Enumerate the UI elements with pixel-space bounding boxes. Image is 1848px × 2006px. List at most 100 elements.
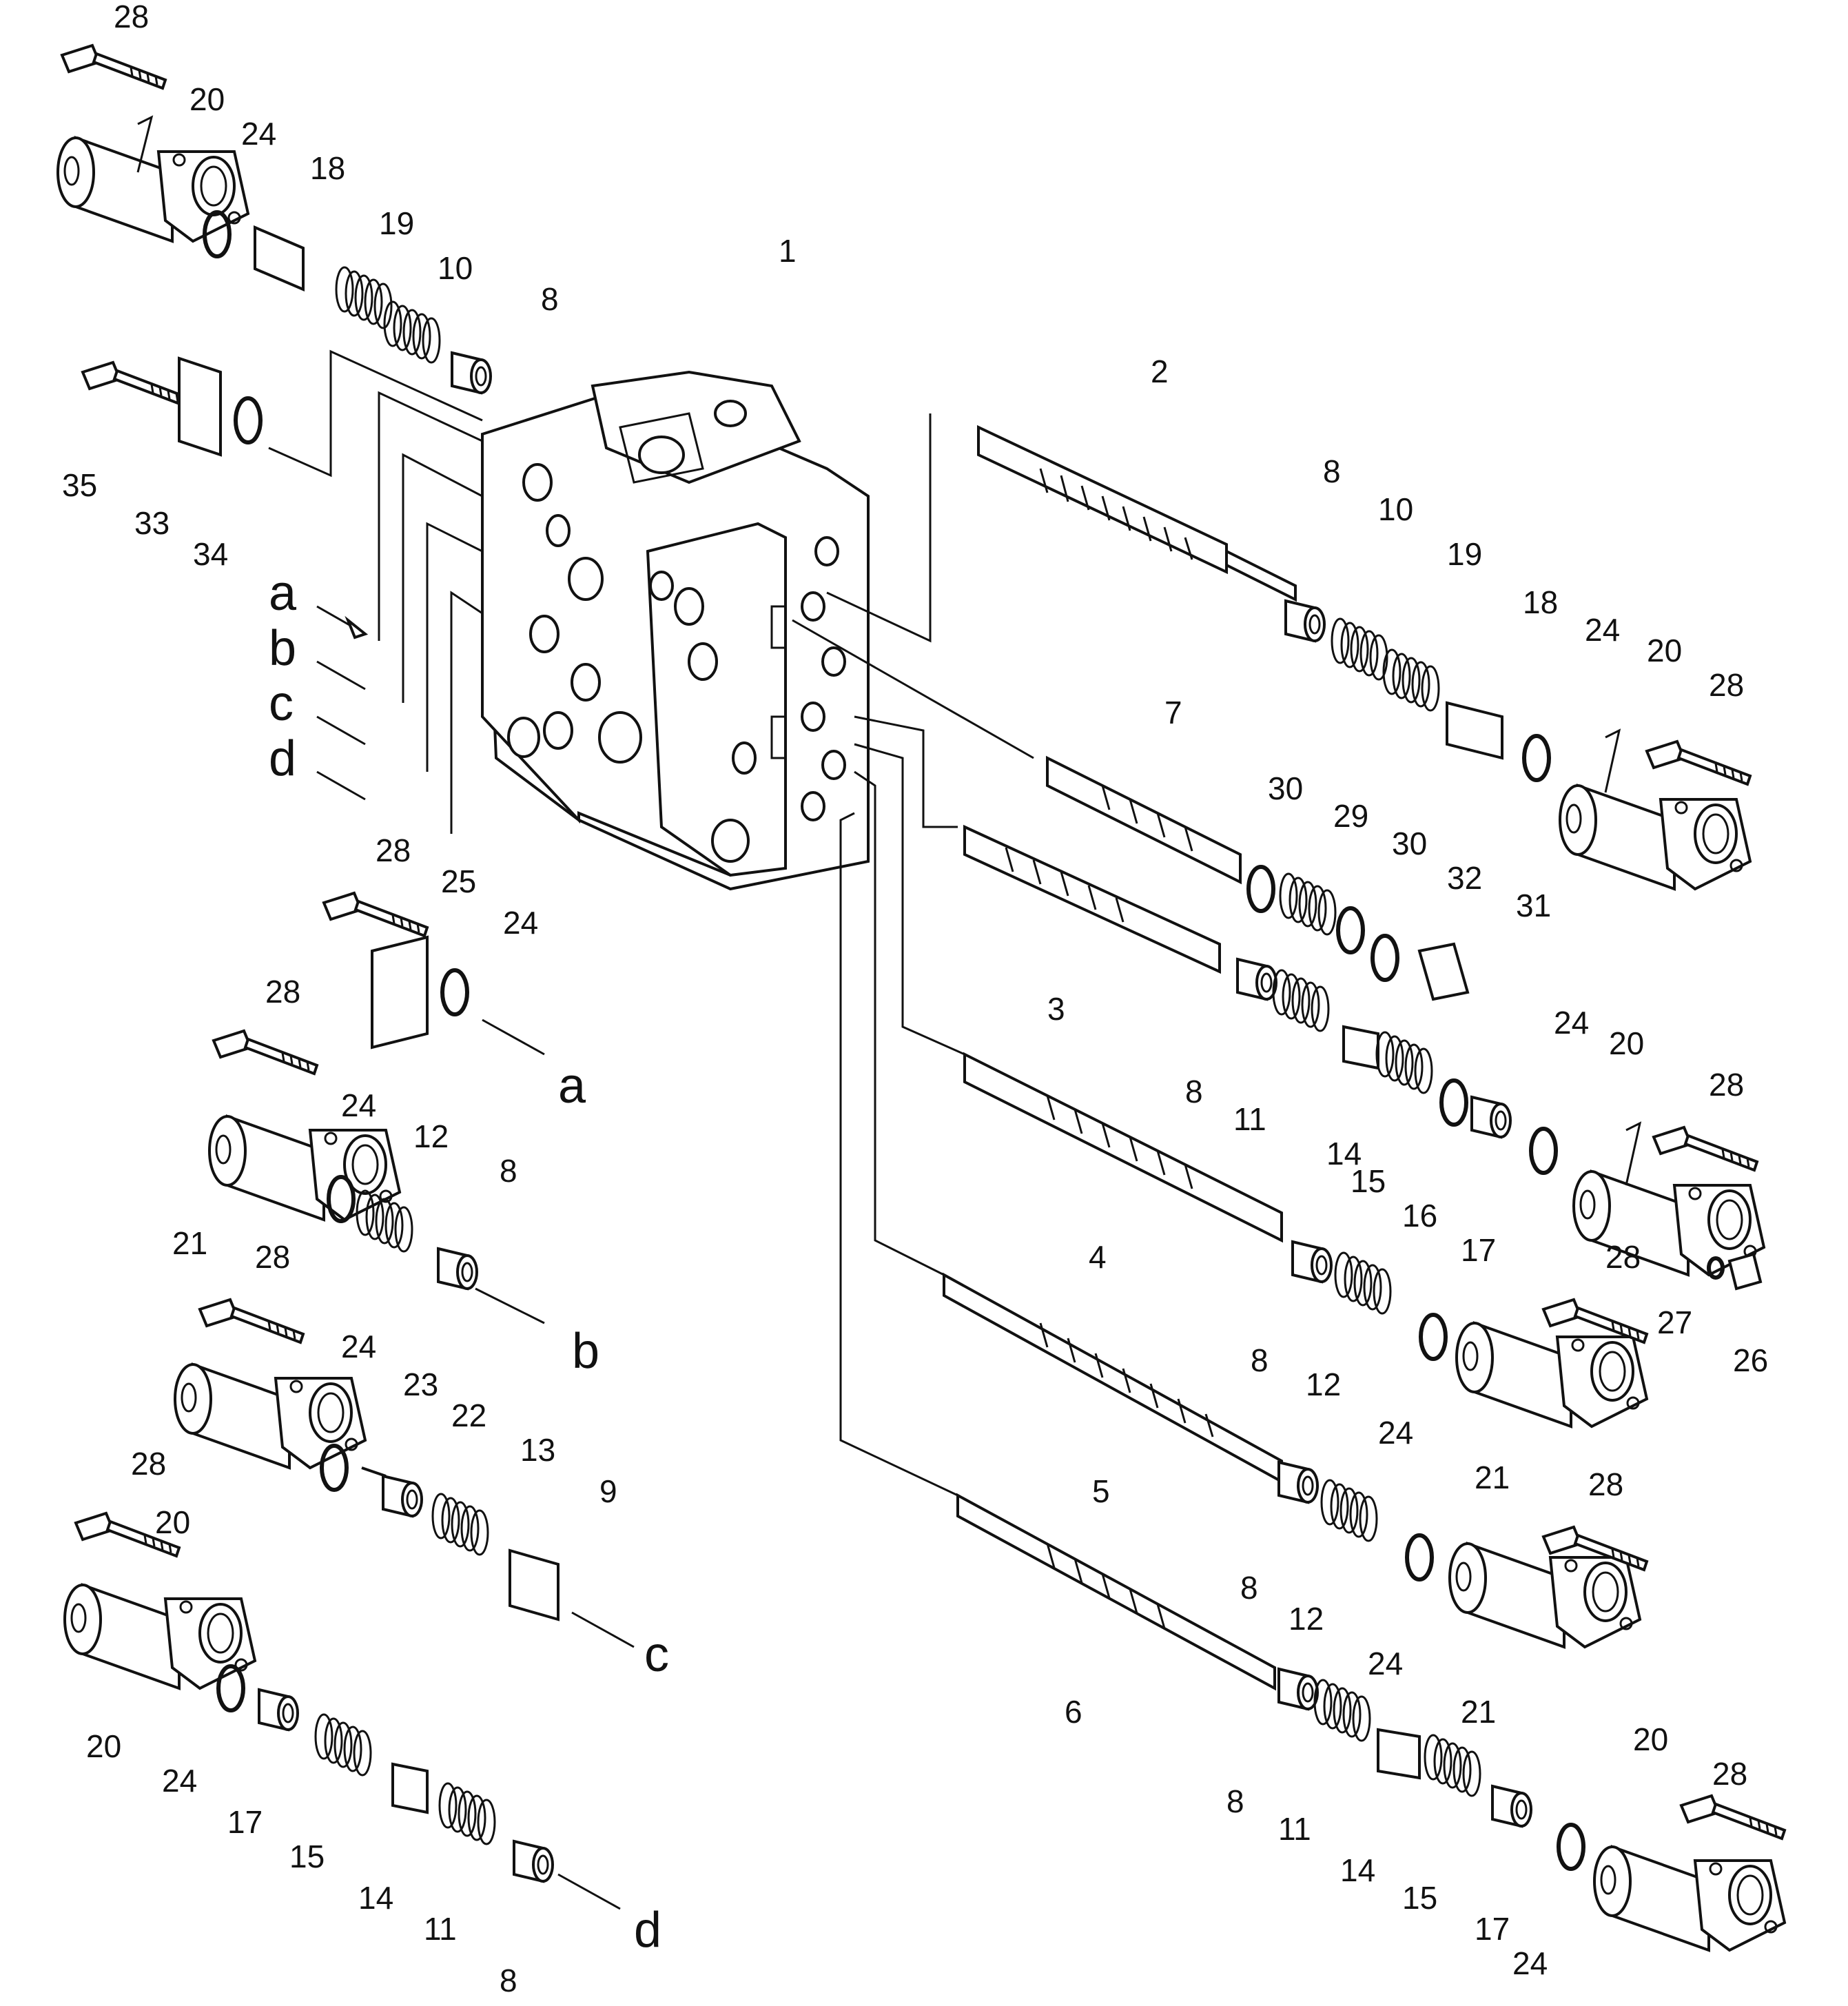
seat-8 [1284,600,1326,642]
spring-15-a [1375,1031,1433,1094]
callout-8: 8 [1185,1074,1203,1109]
callout-14: 14 [1326,1136,1362,1171]
bolt-28-a [61,44,167,90]
port-label-a: a [269,566,297,621]
seat-22 [382,1475,423,1517]
spool-5 [943,1272,1283,1484]
callout-12: 12 [1306,1367,1341,1402]
callout-28: 28 [1588,1466,1623,1502]
spool-3 [963,824,1221,974]
port-arrows [316,605,635,1910]
assembly-lines [136,115,1642,1497]
callout-24: 24 [341,1329,376,1364]
callout-28: 28 [114,0,149,34]
callout-20: 20 [189,81,225,117]
oring-24-c [1531,1129,1556,1173]
seat-8-g [437,1247,478,1290]
spring-19-a [335,266,393,329]
bolt-28-g [322,892,429,937]
bolt-35 [81,361,187,407]
callout-13: 13 [520,1432,555,1468]
callout-3: 3 [1047,991,1065,1027]
callout-24: 24 [241,116,276,152]
spring-10-a [383,300,441,364]
spring-12-b [1320,1479,1378,1542]
callout-20: 20 [86,1728,121,1764]
oring-24-e [1407,1535,1432,1579]
solenoid-20-e [174,1363,367,1469]
seat-8-a [451,351,492,394]
callout-28: 28 [376,832,411,868]
callout-24: 24 [162,1763,197,1799]
callout-17: 17 [1475,1911,1510,1947]
solenoid-21-b [1448,1542,1641,1648]
callout-28: 28 [1605,1239,1641,1275]
callout-10: 10 [438,250,473,286]
callout-21: 21 [172,1225,207,1261]
spring-15-b [1424,1734,1481,1797]
callout-28: 28 [1709,667,1744,703]
callout-31: 31 [1516,888,1551,923]
solenoid-21-c [208,1115,401,1221]
seat-8-d [1291,1240,1333,1283]
callout-22: 22 [451,1398,486,1433]
callout-2: 2 [1151,354,1169,389]
callout-17: 17 [227,1804,263,1840]
solenoid-20-b [1559,784,1752,890]
callout-9: 9 [599,1473,617,1509]
plug-26 [1727,1252,1763,1291]
callout-26: 26 [1733,1342,1768,1378]
callout-16: 16 [1402,1198,1437,1234]
callout-27: 27 [1657,1304,1692,1340]
piston-18-a [254,225,305,292]
callout-8: 8 [1240,1570,1258,1606]
callout-30: 30 [1268,770,1303,806]
spring-13 [431,1493,489,1556]
callout-28: 28 [255,1239,290,1275]
ring-30-a [1249,867,1273,911]
oring-24-d [1421,1315,1446,1359]
callout-21: 21 [1461,1694,1496,1730]
callout-14: 14 [358,1880,393,1916]
callout-8: 8 [500,1153,517,1189]
callout-24: 24 [503,905,538,941]
oring-24-f [1559,1825,1583,1869]
plug-31 [1417,942,1470,1001]
retainer-14-b [1377,1728,1421,1780]
callout-24: 24 [1512,1945,1548,1981]
sleeve-9 [509,1548,559,1621]
callout-17: 17 [1461,1232,1496,1268]
ring-27 [1707,1256,1725,1280]
spring-11-a [1272,969,1330,1032]
piston-18 [1446,701,1503,760]
spring-10 [1331,617,1388,681]
callout-35: 35 [62,467,97,503]
callout-28: 28 [1709,1067,1744,1103]
spring-11-c [438,1782,496,1845]
solenoid-20-a [57,136,249,243]
callout-labels: 28 20 24 18 19 10 8 1 35 33 34 2 8 10 19… [62,0,1768,1998]
callout-10: 10 [1378,491,1413,527]
callout-8: 8 [1226,1783,1244,1819]
seat-8-f [1277,1668,1319,1710]
bolt-28-b [1645,740,1752,786]
port-label-c: c [269,676,294,731]
callout-28: 28 [265,974,300,1010]
callout-24: 24 [1378,1415,1413,1451]
port-letter-labels: a b c d a b c d [269,566,669,1958]
callout-32: 32 [1447,860,1482,896]
callout-15: 15 [1402,1880,1437,1916]
callout-28: 28 [131,1446,166,1482]
callout-20: 20 [1633,1721,1668,1757]
callout-14: 14 [1340,1852,1375,1888]
spool-2 [977,424,1297,602]
callout-20: 20 [1647,633,1682,668]
callout-25: 25 [441,863,476,899]
solenoid-21-a [1455,1322,1648,1428]
callout-8: 8 [500,1963,517,1998]
port-label-c: c [644,1627,669,1682]
callout-8: 8 [1323,453,1341,489]
callout-4: 4 [1089,1239,1107,1275]
callout-18: 18 [1523,584,1558,620]
